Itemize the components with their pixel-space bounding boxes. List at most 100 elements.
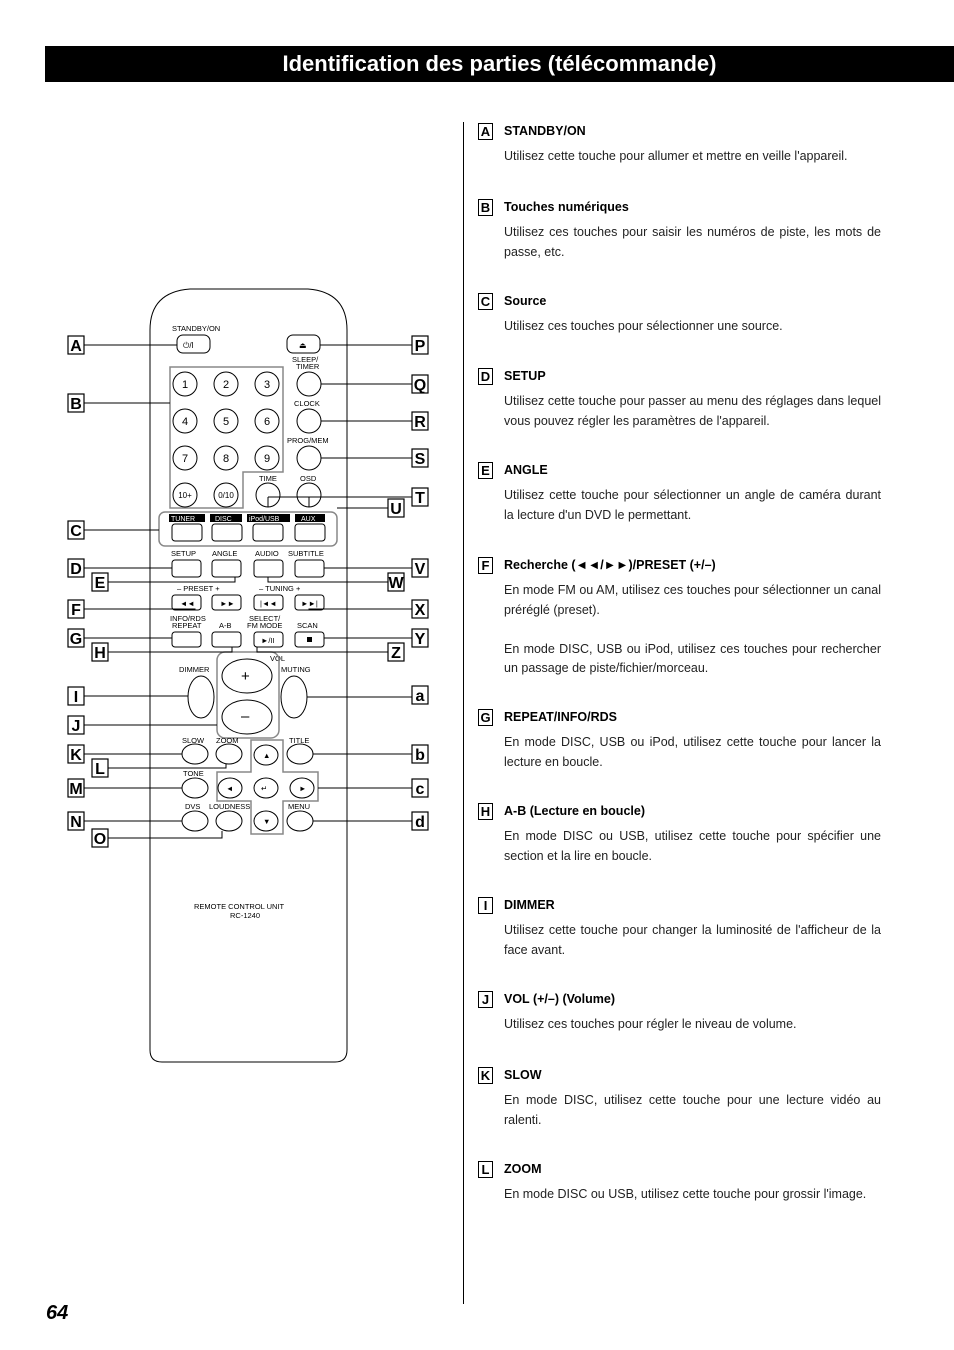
preset-down-button[interactable] bbox=[171, 594, 202, 611]
nav-left-button[interactable] bbox=[217, 777, 243, 799]
number-key-button[interactable] bbox=[213, 371, 239, 397]
callout-label: Y bbox=[415, 631, 426, 648]
number-key-button[interactable] bbox=[213, 408, 239, 434]
muting-button[interactable] bbox=[280, 675, 308, 719]
aux-button[interactable] bbox=[294, 523, 326, 542]
callout-label: I bbox=[74, 689, 78, 706]
callout-label: Z bbox=[391, 645, 401, 662]
callout-label: V bbox=[415, 561, 426, 578]
svg-text:MUTING: MUTING bbox=[281, 665, 311, 674]
sleep-timer-button[interactable] bbox=[296, 371, 322, 397]
entry-title: SETUP bbox=[504, 369, 546, 383]
callout-label: H bbox=[94, 645, 106, 662]
svg-text:OSD: OSD bbox=[300, 474, 317, 483]
svg-text:+: + bbox=[241, 668, 250, 685]
tuning-down-button[interactable] bbox=[253, 594, 284, 611]
number-key-button[interactable] bbox=[172, 408, 198, 434]
entry-title: ANGLE bbox=[504, 463, 548, 477]
subtitle-button[interactable] bbox=[294, 559, 325, 578]
play-pause-button[interactable] bbox=[253, 631, 284, 648]
entry-description: Utilisez cette touche pour passer au men… bbox=[504, 394, 881, 428]
entry-letter-badge: C bbox=[478, 293, 493, 310]
svg-text:SLEEP/: SLEEP/ bbox=[292, 355, 319, 364]
number-key-button[interactable] bbox=[213, 482, 239, 508]
entry-description: En mode DISC ou USB, utilisez cette touc… bbox=[504, 829, 881, 863]
svg-text:RC-1240: RC-1240 bbox=[230, 911, 260, 920]
entry-title: Source bbox=[504, 294, 547, 308]
vol-up-button[interactable] bbox=[221, 658, 273, 694]
number-key-button[interactable] bbox=[172, 371, 198, 397]
entry-letter-badge: A bbox=[478, 123, 493, 140]
dimmer-button[interactable] bbox=[187, 675, 215, 719]
number-key-button[interactable] bbox=[213, 445, 239, 471]
number-key-label: 4 bbox=[182, 416, 188, 428]
svg-text:TIME: TIME bbox=[259, 474, 277, 483]
nav-down-button[interactable] bbox=[253, 810, 279, 832]
audio-button[interactable] bbox=[253, 559, 284, 578]
entry-letter-badge: J bbox=[478, 991, 493, 1008]
eject-button[interactable] bbox=[286, 334, 321, 354]
entry-description: Utilisez cette touche pour sélectionner … bbox=[504, 488, 881, 522]
svg-text:CLOCK: CLOCK bbox=[294, 399, 320, 408]
tuner-button[interactable] bbox=[171, 523, 203, 542]
callout-label: M bbox=[69, 781, 82, 798]
page-title: Identification des parties (télécommande… bbox=[45, 46, 954, 82]
svg-text:AUDIO: AUDIO bbox=[255, 549, 279, 558]
clock-button[interactable] bbox=[296, 408, 322, 434]
entry-title: DIMMER bbox=[504, 898, 555, 912]
svg-text:–: – bbox=[241, 708, 250, 725]
svg-text:MENU: MENU bbox=[288, 802, 310, 811]
standby-button[interactable] bbox=[176, 334, 211, 354]
number-key-label: 5 bbox=[223, 416, 229, 428]
svg-text:SELECT/: SELECT/ bbox=[249, 614, 281, 623]
loudness-button[interactable] bbox=[215, 810, 243, 832]
number-key-button[interactable] bbox=[254, 408, 280, 434]
svg-text:REPEAT: REPEAT bbox=[172, 621, 202, 630]
svg-text:LOUDNESS: LOUDNESS bbox=[209, 802, 250, 811]
svg-text:TITLE: TITLE bbox=[289, 736, 309, 745]
title-button[interactable] bbox=[286, 743, 314, 765]
a-b-button[interactable] bbox=[211, 631, 242, 648]
callout-label: b bbox=[415, 747, 425, 764]
svg-text:SUBTITLE: SUBTITLE bbox=[288, 549, 324, 558]
tone-button[interactable] bbox=[181, 777, 209, 799]
svg-text:REMOTE CONTROL UNIT: REMOTE CONTROL UNIT bbox=[194, 902, 285, 911]
disc-button[interactable] bbox=[211, 523, 243, 542]
svg-text:DVS: DVS bbox=[185, 802, 200, 811]
enter-button[interactable] bbox=[253, 777, 279, 799]
setup-button[interactable] bbox=[171, 559, 202, 578]
nav-up-button[interactable] bbox=[253, 744, 279, 766]
angle-button[interactable] bbox=[211, 559, 242, 578]
entry-description: Utilisez ces touches pour saisir les num… bbox=[504, 225, 881, 259]
svg-text:►►|: ►►| bbox=[301, 599, 318, 608]
entry-title: Touches numériques bbox=[504, 200, 629, 214]
entry-title: ZOOM bbox=[504, 1162, 542, 1176]
number-key-label: 1 bbox=[182, 379, 188, 391]
entry-title: STANDBY/ON bbox=[504, 124, 586, 138]
number-key-button[interactable] bbox=[172, 445, 198, 471]
number-key-button[interactable] bbox=[254, 371, 280, 397]
number-key-button[interactable] bbox=[172, 482, 198, 508]
svg-text:►: ► bbox=[299, 784, 306, 793]
nav-right-button[interactable] bbox=[289, 777, 315, 799]
menu-button[interactable] bbox=[286, 810, 314, 832]
repeat-button[interactable] bbox=[171, 631, 202, 648]
prog-mem-button[interactable] bbox=[296, 445, 322, 471]
slow-button[interactable] bbox=[181, 743, 209, 765]
remote-control-diagram: .t { font-family:"Liberation Sans", sans… bbox=[67, 288, 429, 1063]
dvs-button[interactable] bbox=[181, 810, 209, 832]
vol-down-button[interactable] bbox=[221, 699, 273, 735]
ipod-usb-button[interactable] bbox=[252, 523, 284, 542]
svg-text:TIMER: TIMER bbox=[296, 362, 320, 371]
number-key-label: 10+ bbox=[178, 491, 192, 500]
entry-description: En mode DISC, utilisez cette touche pour… bbox=[504, 1093, 881, 1127]
number-key-label: 7 bbox=[182, 453, 188, 465]
zoom-button[interactable] bbox=[215, 743, 243, 765]
entry-description: Utilisez ces touches pour régler le nive… bbox=[504, 1017, 797, 1031]
entry-description: En mode DISC, USB ou iPod, utilisez cett… bbox=[504, 735, 881, 769]
svg-text:– TUNING +: – TUNING + bbox=[259, 584, 301, 593]
preset-up-button[interactable] bbox=[211, 594, 242, 611]
number-key-button[interactable] bbox=[254, 445, 280, 471]
